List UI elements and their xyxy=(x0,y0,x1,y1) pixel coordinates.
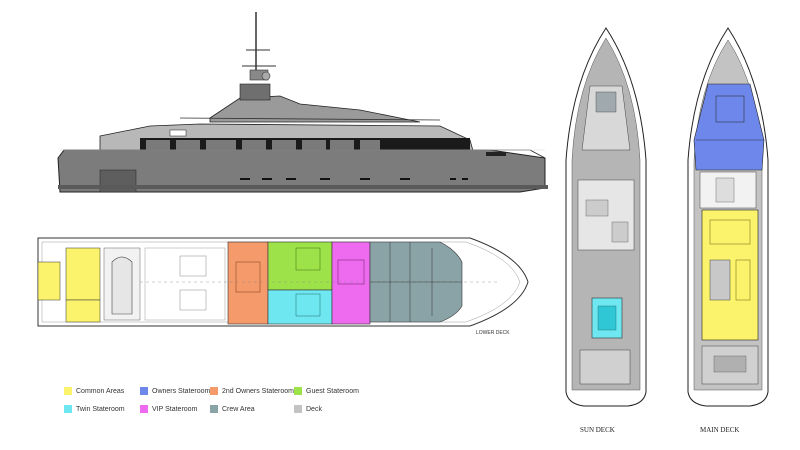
legend-item-2nd-owners-stateroom: 2nd Owners Stateroom xyxy=(210,386,294,396)
main-deck-label: MAIN DECK xyxy=(700,426,739,434)
main-deck-plan: MAIN DECK xyxy=(687,27,769,434)
swatch-twin-stateroom xyxy=(64,405,72,413)
legend-item-owners-stateroom: Owners Stateroom xyxy=(140,386,210,396)
lower-deck-plan: LOWER DECK xyxy=(37,237,529,336)
lower-deck-label: LOWER DECK xyxy=(476,330,510,336)
legend-item-guest-stateroom: Guest Stateroom xyxy=(294,386,359,396)
swatch-vip-stateroom xyxy=(140,405,148,413)
sun-deck-label: SUN DECK xyxy=(580,426,615,434)
swatch-guest-stateroom xyxy=(294,387,302,395)
legend-item-twin-stateroom: Twin Stateroom xyxy=(64,404,125,414)
legend-item-crew-area: Crew Area xyxy=(210,404,255,414)
side-profile xyxy=(57,12,548,193)
sun-deck-plan: SUN DECK xyxy=(565,27,647,434)
swatch-common-areas xyxy=(64,387,72,395)
swatch-deck xyxy=(294,405,302,413)
swatch-owners-stateroom xyxy=(140,387,148,395)
legend-item-deck: Deck xyxy=(294,404,322,414)
legend-item-vip-stateroom: VIP Stateroom xyxy=(140,404,197,414)
legend-item-common-areas: Common Areas xyxy=(64,386,124,396)
swatch-crew-area xyxy=(210,405,218,413)
swatch-2nd-owners-stateroom xyxy=(210,387,218,395)
legend: Common Areas Owners Stateroom 2nd Owners… xyxy=(64,386,364,416)
